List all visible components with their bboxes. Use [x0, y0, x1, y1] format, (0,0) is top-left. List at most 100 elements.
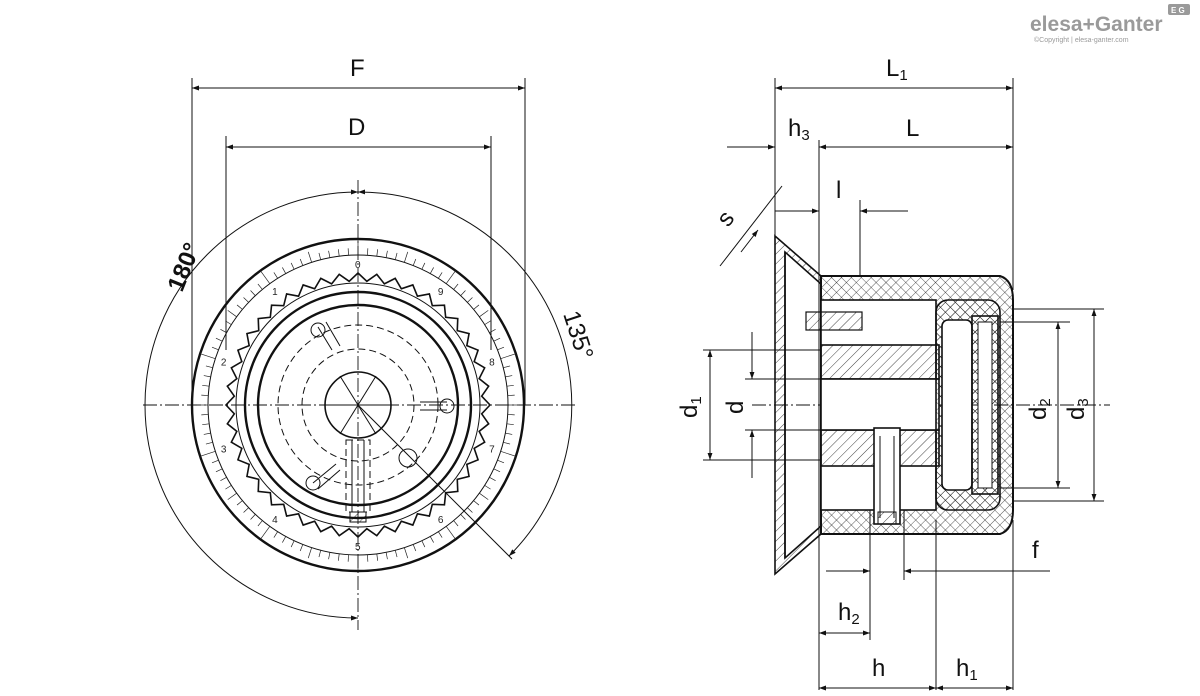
brand-name: elesa+Ganter: [1030, 13, 1163, 36]
scale-tick: [479, 492, 489, 500]
hidden-cavity-circle: [277, 324, 439, 486]
scale-tick: [260, 526, 271, 540]
scale-tick: [467, 507, 473, 513]
scale-tick: [460, 290, 466, 296]
scale-tick: [404, 547, 409, 559]
clip-arm-1: [317, 321, 341, 351]
side-hole: [398, 448, 418, 468]
scale-tick: [211, 459, 219, 464]
scale-tick: [227, 310, 237, 318]
scale-tick: [429, 267, 434, 274]
scale-tick: [500, 451, 516, 457]
scale-tick: [200, 451, 216, 457]
scale-number-5: 5: [355, 542, 361, 553]
s-arrow: [740, 229, 759, 253]
scale-tick: [445, 526, 456, 540]
scale-tick: [299, 258, 304, 266]
scale-tick: [421, 262, 426, 270]
front-view: F D 180° 135° 0 1 2 3 4 5 6 7 8 9: [143, 55, 598, 630]
scale-tick: [220, 476, 227, 481]
scale-tick: [385, 250, 388, 258]
scale-tick: [412, 544, 417, 552]
scale-tick: [282, 267, 287, 274]
scale-tick: [484, 485, 491, 490]
scale-tick: [273, 531, 278, 538]
brand-copyright: ©Copyright | elesa-ganter.com: [1034, 36, 1129, 44]
dim-label-h: h: [872, 655, 885, 682]
scale-tick: [453, 520, 459, 527]
dim-label-d2: d2: [1025, 398, 1054, 420]
scale-number-4: 4: [272, 515, 278, 526]
bore-section: [820, 378, 940, 431]
scale-tick: [497, 346, 505, 351]
cap-face-circle: [256, 303, 460, 507]
dim-label-L1: L1: [886, 55, 908, 84]
scale-tick: [225, 320, 232, 325]
scale-tick: [205, 365, 213, 369]
knurled-grip-outline: [224, 271, 492, 539]
scale-tick: [337, 553, 340, 561]
scale-tick: [479, 310, 489, 318]
dim-label-h3: h3: [788, 115, 810, 144]
scale-tick: [505, 375, 513, 378]
scale-tick: [503, 441, 511, 445]
scale-tick: [438, 272, 443, 279]
brand-badge: [1168, 4, 1190, 15]
clip-arm-3: [312, 463, 341, 490]
scale-tick: [473, 304, 480, 310]
scale-number-0: 0: [355, 260, 361, 271]
scale-tick: [376, 249, 379, 257]
scale-tick: [500, 353, 516, 359]
scale-tick: [203, 432, 211, 435]
scale-tick: [412, 258, 417, 266]
scale-tick: [429, 536, 434, 543]
grub-screw-head-side: [877, 511, 897, 525]
scale-tick: [445, 270, 456, 284]
scale-tick: [318, 252, 322, 260]
scale-number-1: 1: [272, 287, 278, 298]
dim-label-F: F: [350, 55, 365, 82]
scale-tick: [257, 283, 263, 290]
scale-number-2: 2: [221, 357, 227, 368]
scale-tick: [489, 329, 496, 334]
scale-number-9: 9: [438, 287, 444, 298]
scale-tick: [497, 459, 505, 464]
scale-tick: [376, 553, 379, 561]
scale-tick: [385, 552, 388, 560]
scale-tick: [394, 252, 398, 260]
angle-label-135: 135°: [557, 308, 598, 364]
scale-tick: [225, 485, 232, 490]
scale-tick: [337, 249, 340, 257]
clip-hole-2: [439, 398, 455, 414]
scale-tick: [250, 290, 256, 296]
angle-arc-180: [144, 189, 359, 621]
scale-tick: [307, 547, 312, 559]
side-view: L1 h3 L l s: [676, 55, 1110, 691]
scale-tick: [473, 500, 480, 506]
scale-tick: [290, 540, 295, 548]
scale-number-7: 7: [489, 445, 495, 456]
s-leader: [719, 185, 783, 267]
scale-tick: [506, 384, 514, 387]
scale-tick: [282, 536, 287, 543]
dim-label-d: d: [722, 401, 749, 414]
grub-screw-bore: [873, 427, 901, 525]
scale-tick: [404, 251, 409, 263]
scale-tick: [257, 520, 263, 527]
dim-label-L: L: [906, 115, 919, 142]
scale-tick: [290, 262, 295, 270]
dim-label-D: D: [348, 114, 365, 141]
scale-tick: [202, 423, 210, 426]
scale-tick: [202, 384, 210, 387]
scale-tick: [506, 423, 514, 426]
clip-arm-2: [420, 401, 447, 411]
scale-tick: [453, 283, 459, 290]
brand-badge-text: E G: [1171, 6, 1185, 15]
dim-label-f: f: [1032, 537, 1039, 564]
scale-tick: [328, 552, 331, 560]
scale-tick: [493, 468, 501, 473]
scale-tick: [394, 550, 398, 558]
grub-screw-head: [349, 511, 367, 523]
pin-upper: [805, 311, 863, 331]
